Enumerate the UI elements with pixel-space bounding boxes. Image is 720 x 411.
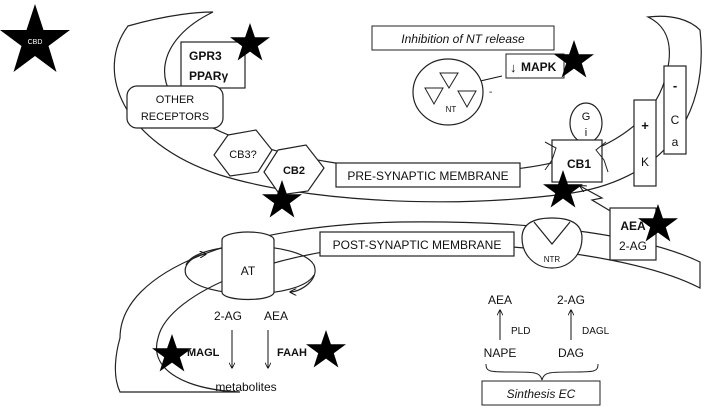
magl-label: MAGL (187, 347, 220, 359)
faah-label: FAAH (277, 347, 307, 359)
cb2-label: CB2 (283, 165, 305, 177)
pre-synaptic-label: PRE-SYNAPTIC MEMBRANE (347, 169, 508, 183)
other-receptors-box: OTHER RECEPTORS (126, 85, 224, 129)
nape-label: NAPE (484, 346, 517, 360)
star-icon (230, 23, 270, 61)
k-plus-label: + (641, 118, 649, 133)
cbd-label: CBD (28, 39, 43, 46)
other-receptors-line1: OTHER (156, 94, 195, 106)
syn-aea-label: AEA (488, 293, 512, 307)
mapk-box: ↓ MAPK (505, 53, 565, 79)
ca-a-label: a (672, 135, 679, 149)
inhibition-label: Inhibition of NT release (401, 32, 525, 46)
ca-c-label: C (671, 113, 680, 127)
post-synaptic-label: POST-SYNAPTIC MEMBRANE (333, 238, 502, 252)
ca-minus-label: - (673, 78, 677, 93)
k-channel: + K (633, 99, 657, 187)
at-label: AT (241, 264, 256, 278)
gi-i-label: i (585, 127, 587, 139)
ligand-2ag-label: 2-AG (619, 239, 647, 253)
pre-synaptic-label-box: PRE-SYNAPTIC MEMBRANE (335, 162, 521, 188)
gi-protein: G i (569, 102, 603, 144)
dag-label: DAG (558, 346, 584, 360)
ppar-label: PPARγ (189, 69, 228, 83)
cb2-receptor: CB2 (263, 144, 325, 196)
gpr3-label: GPR3 (189, 49, 222, 63)
cb3-label: CB3? (229, 149, 257, 161)
post-synaptic-label-box: POST-SYNAPTIC MEMBRANE (319, 231, 515, 257)
retrograde-signal-arrow (580, 186, 613, 213)
star-icon (554, 40, 594, 78)
cb1-receptor: CB1 (544, 139, 609, 183)
deg-2ag-label: 2-AG (214, 309, 242, 323)
k-label: K (641, 155, 649, 169)
mapk-label: MAPK (521, 60, 557, 74)
ca-channel: - C a (663, 65, 687, 155)
synthesis-box: Sinthesis EC (481, 380, 601, 406)
cb3-receptor: CB3? (213, 129, 273, 177)
deg-aea-label: AEA (264, 309, 288, 323)
star-icon (0, 4, 70, 72)
nt-label: NT (446, 105, 457, 114)
nt-vesicle: NT (412, 58, 484, 126)
other-receptors-line2: RECEPTORS (141, 111, 209, 123)
ntr-label: NTR (544, 255, 561, 264)
mapk-arrow: ↓ (510, 60, 517, 75)
gpr3-ppar-box: GPR3 PPARγ (180, 41, 246, 89)
inhibition-box: Inhibition of NT release (371, 25, 555, 51)
synthesis-label: Sinthesis EC (507, 387, 576, 401)
star-icon (543, 170, 583, 208)
star-icon (306, 330, 346, 368)
pld-label: PLD (511, 326, 530, 337)
star-icon (152, 334, 192, 372)
syn-2ag-label: 2-AG (557, 293, 585, 307)
cbd-star: CBD (0, 4, 70, 72)
mapk-dot: - (489, 87, 492, 98)
ligand-aea-label: AEA (620, 219, 646, 233)
star-icon (262, 180, 302, 218)
at-transporter: AT (184, 231, 316, 301)
cb1-label: CB1 (567, 157, 591, 171)
synthesis-brace (485, 363, 599, 381)
dagl-label: DAGL (582, 326, 610, 337)
star-icon (638, 204, 678, 242)
gi-g-label: G (582, 111, 591, 123)
metabolites-label: metabolites (215, 380, 276, 394)
ntr-receptor: NTR (521, 217, 583, 269)
